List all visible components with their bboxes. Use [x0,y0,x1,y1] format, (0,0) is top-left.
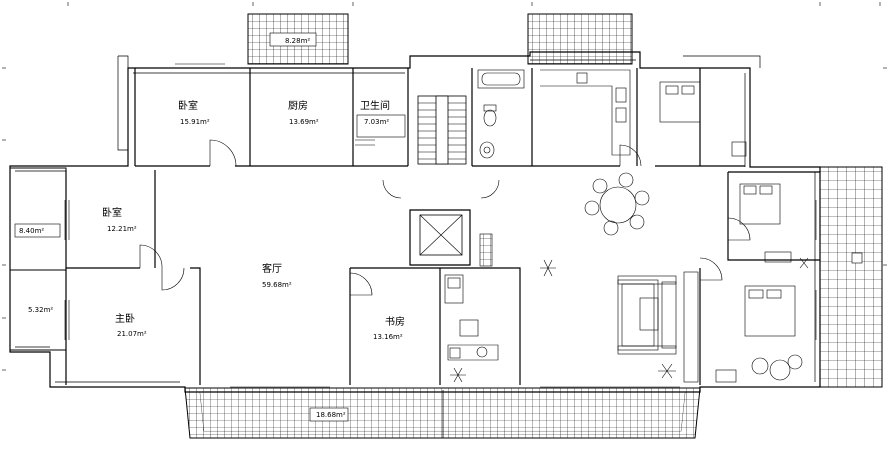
room-name-bedroom-top: 卧室 [178,99,198,112]
top-balcony-left [247,13,349,65]
room-name-master: 主卧 [115,312,135,325]
room-area-study: 13.16m² [373,333,403,341]
room-name-kitchen: 厨房 [288,99,308,112]
room-area-bathroom: 7.03m² [364,118,389,126]
balcony-area-top: 8.28m² [285,37,310,45]
dining-table [584,172,650,236]
top-balcony-right [527,13,633,65]
exterior-walls [9,51,821,393]
bathroom-fixtures [356,69,525,159]
study-desk [444,274,499,361]
kitchen-counters [540,69,631,156]
room-area-living: 59.68m² [262,281,292,289]
sofa-set [617,271,699,383]
staircase [417,95,467,165]
door-swings [139,139,751,296]
bottom-balcony [184,387,701,439]
room-name-study: 书房 [385,315,405,328]
room-labels: 卧室 15.91m² 厨房 13.69m² 卫生间 7.03m² 卧室 12.2… [19,37,405,419]
beds [659,81,803,383]
axis-ticks [2,2,887,371]
balcony-area-bottom: 18.68m² [316,411,346,419]
windows [64,63,821,388]
room-name-bedroom-left: 卧室 [102,206,122,219]
room-area-bedroom-top: 15.91m² [180,118,210,126]
room-area-bedroom-left: 12.21m² [107,225,137,233]
room-name-bathroom: 卫生间 [360,99,390,112]
elevator [419,214,493,267]
room-area-kitchen: 13.69m² [289,118,319,126]
room-name-living: 客厅 [262,262,282,275]
right-balcony [819,166,883,388]
left-balconies [9,167,67,351]
room-area-master: 21.07m² [117,330,147,338]
balcony-area-left-upper: 8.40m² [19,227,44,235]
plants [450,257,809,383]
balcony-area-left-lower: 5.32m² [28,306,53,314]
